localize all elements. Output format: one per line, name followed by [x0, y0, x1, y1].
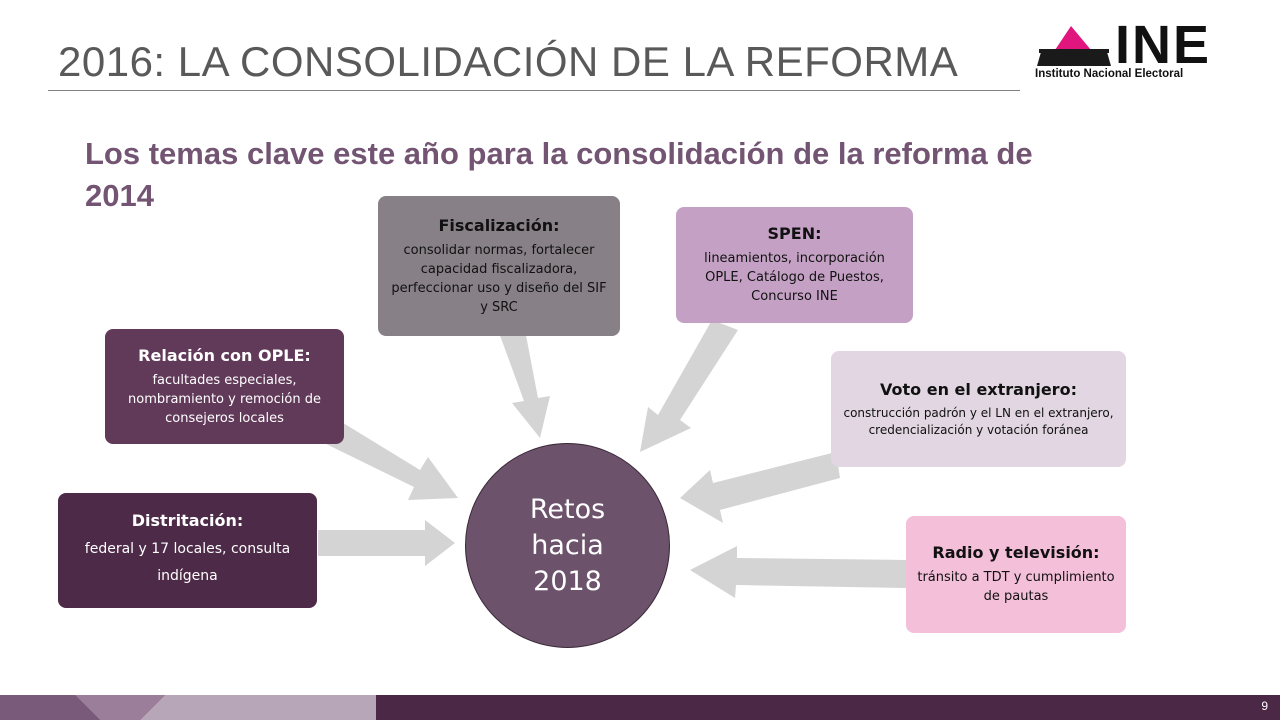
arrow-ople	[318, 418, 458, 500]
slide-subtitle: Los temas clave este año para la consoli…	[85, 136, 1033, 213]
central-hub: Retos hacia 2018	[465, 443, 670, 648]
logo-subtitle: Instituto Nacional Electoral	[1035, 68, 1184, 80]
topic-fiscalizacion-title: Fiscalización:	[438, 215, 560, 235]
arrow-fiscalizacion	[498, 330, 550, 438]
arrow-spen	[640, 320, 738, 452]
topic-ople-title: Relación con OPLE:	[138, 345, 311, 365]
topic-radio-text: tránsito a TDT y cumplimiento de pautas	[917, 570, 1115, 604]
arrow-distritacion	[318, 520, 455, 566]
topic-distritacion-title: Distritación:	[131, 511, 244, 530]
topic-distritacion: Distritación: federal y 17 locales, cons…	[58, 493, 317, 608]
slide-title: 2016: LA CONSOLIDACIÓN DE LA REFORMA	[58, 38, 959, 85]
topic-spen: SPEN: lineamientos, incorporación OPLE, …	[676, 207, 913, 323]
arrow-voto	[680, 452, 840, 523]
topic-radio-title: Radio y televisión:	[932, 543, 1100, 562]
topic-ople-text: facultades especiales, nombramiento y re…	[128, 372, 321, 426]
topic-voto-title: Voto en el extranjero:	[880, 379, 1077, 399]
topic-fiscalizacion-text: consolidar normas, fortalecer capacidad …	[391, 242, 607, 315]
topic-spen-text: lineamientos, incorporación OPLE, Catálo…	[704, 251, 885, 304]
title-divider	[48, 90, 1020, 91]
footer-decoration	[0, 695, 376, 720]
topic-ople: Relación con OPLE: facultades especiales…	[105, 329, 344, 444]
ballot-box-icon	[1037, 26, 1111, 66]
logo-wordmark: INE	[1115, 15, 1212, 75]
topic-radio-television: Radio y televisión: tránsito a TDT y cum…	[906, 516, 1126, 633]
topic-distritacion-text: federal y 17 locales, consulta indígena	[84, 541, 291, 584]
page-number: 9	[1261, 699, 1268, 713]
topic-spen-title: SPEN:	[767, 224, 822, 243]
topic-voto-text: construcción padrón y el LN en el extran…	[843, 405, 1114, 437]
ine-logo: INE Instituto Nacional Electoral	[1033, 18, 1263, 82]
topic-fiscalizacion: Fiscalización: consolidar normas, fortal…	[378, 196, 620, 336]
topic-voto-extranjero: Voto en el extranjero: construcción padr…	[831, 351, 1126, 467]
arrow-radio	[690, 546, 906, 598]
